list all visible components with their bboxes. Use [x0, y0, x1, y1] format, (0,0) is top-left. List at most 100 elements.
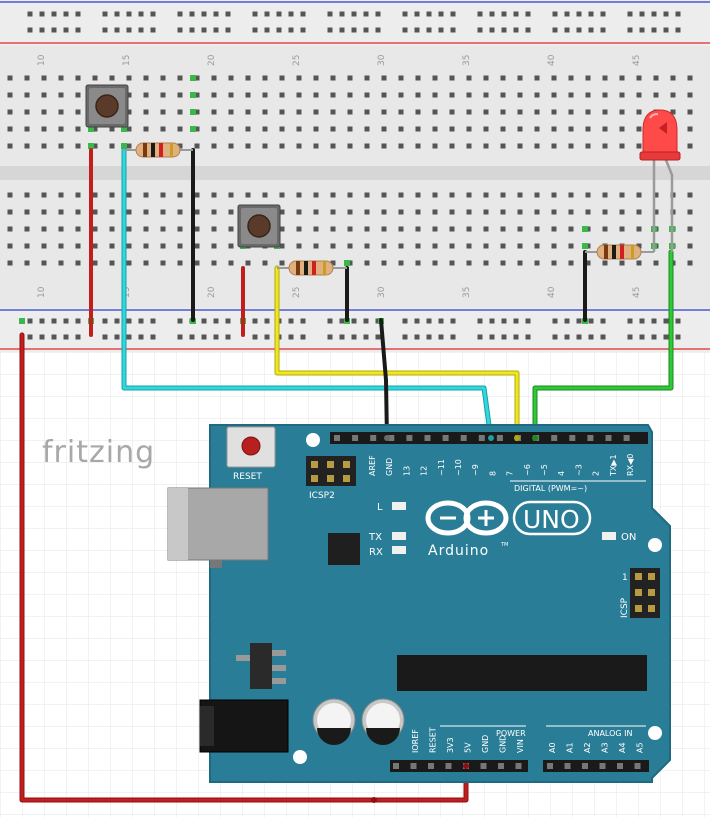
header-pin[interactable]: [428, 763, 434, 769]
pin-label: 13: [402, 466, 411, 476]
usb-port[interactable]: [167, 487, 269, 568]
breadboard-hole: [381, 243, 387, 249]
breadboard-hole: [670, 92, 676, 98]
reset-button[interactable]: [226, 426, 276, 468]
header-pin[interactable]: [334, 435, 340, 441]
pin-label: 4: [557, 471, 566, 476]
resistor-2[interactable]: [277, 260, 347, 276]
breadboard-hole: [262, 92, 268, 98]
pin-label: IOREF: [411, 729, 420, 753]
rail-hole: [102, 334, 108, 340]
header-pin[interactable]: [617, 763, 623, 769]
breadboard-hole: [194, 92, 200, 98]
red-led[interactable]: [639, 109, 681, 252]
rail-hole: [576, 318, 582, 324]
header-pin[interactable]: [445, 763, 452, 769]
wire-black-gnd[interactable]: [379, 318, 389, 442]
header-pin[interactable]: [406, 435, 413, 441]
header-pin[interactable]: [442, 435, 449, 441]
header-pin[interactable]: [551, 435, 558, 441]
power-header[interactable]: [390, 760, 528, 772]
breadboard-hole: [483, 109, 489, 115]
icsp-header[interactable]: [630, 568, 660, 618]
header-pin[interactable]: [370, 435, 377, 441]
col-num-top: 45: [632, 55, 642, 66]
rail-hole: [363, 11, 369, 17]
breadboard-hole: [211, 143, 217, 149]
header-pin[interactable]: [605, 435, 612, 441]
header-pin[interactable]: [424, 435, 431, 441]
header-pin[interactable]: [496, 435, 503, 441]
header-pin[interactable]: [634, 763, 641, 769]
header-pin[interactable]: [569, 435, 576, 441]
breadboard-hole: [41, 243, 47, 249]
header-pin[interactable]: [478, 435, 485, 441]
analog-header[interactable]: [543, 760, 649, 772]
breadboard-hole: [449, 260, 455, 266]
header-pin[interactable]: [515, 763, 522, 769]
breadboard-hole: [568, 126, 574, 132]
breadboard-hole: [24, 92, 30, 98]
rail-hole: [477, 318, 483, 324]
rail-hole: [450, 318, 456, 324]
breadboard-hole: [466, 126, 472, 132]
header-pin[interactable]: [388, 435, 395, 441]
rail-hole: [426, 11, 432, 17]
breadboard-hole: [347, 92, 353, 98]
breadboard-hole: [568, 92, 574, 98]
header-pin[interactable]: [599, 763, 606, 769]
breadboard-hole: [500, 209, 506, 215]
wire-end-pin7: [514, 435, 520, 441]
breadboard-hole: [449, 209, 455, 215]
power-jack[interactable]: [199, 699, 289, 753]
push-button-2[interactable]: [237, 204, 281, 248]
breadboard-hole: [398, 226, 404, 232]
resistor-3[interactable]: [585, 244, 654, 260]
breadboard-hole: [347, 226, 353, 232]
rail-hole: [75, 318, 81, 324]
breadboard-hole: [228, 209, 234, 215]
breadboard-hole: [602, 92, 608, 98]
header-pin[interactable]: [352, 435, 359, 441]
breadboard-hole: [194, 75, 200, 81]
header-pin[interactable]: [410, 763, 417, 769]
col-num-top: 15: [122, 55, 132, 66]
rail-hole: [600, 27, 606, 33]
breadboard-hole: [177, 126, 183, 132]
breadboard-hole: [245, 92, 251, 98]
rail-hole: [600, 318, 606, 324]
header-pin[interactable]: [623, 435, 630, 441]
arduino-uno-board[interactable]: RESET ICSP2: [167, 424, 671, 783]
rail-hole: [552, 334, 558, 340]
breadboard-hole: [432, 75, 438, 81]
rail-hole: [201, 11, 207, 17]
breadboard-hole: [194, 260, 200, 266]
header-pin[interactable]: [498, 763, 504, 769]
header-pin[interactable]: [547, 763, 553, 769]
rail-hole: [564, 27, 570, 33]
resistor-1[interactable]: [124, 142, 193, 158]
breadboard-hole: [466, 92, 472, 98]
breadboard-hole: [177, 143, 183, 149]
button-cap: [95, 94, 119, 118]
icsp2-header[interactable]: [306, 456, 356, 486]
breadboard-hole: [313, 209, 319, 215]
header-pin[interactable]: [393, 763, 399, 769]
rail-hole: [75, 334, 81, 340]
push-button-1[interactable]: [85, 84, 129, 128]
breadboard-hole: [432, 92, 438, 98]
header-pin[interactable]: [460, 435, 467, 441]
rx-led: [392, 546, 406, 554]
header-pin[interactable]: [564, 763, 571, 769]
header-pin[interactable]: [587, 435, 594, 441]
rail-hole: [177, 334, 183, 340]
pin-label: 3V3: [446, 737, 455, 753]
breadboard-hole: [126, 92, 132, 98]
rail-hole: [576, 11, 582, 17]
breadboard-hole: [500, 260, 506, 266]
breadboard-hole: [534, 209, 540, 215]
wire-end-5v: [463, 763, 469, 769]
header-pin[interactable]: [582, 763, 588, 769]
breadboard-hole: [687, 209, 693, 215]
header-pin[interactable]: [480, 763, 487, 769]
